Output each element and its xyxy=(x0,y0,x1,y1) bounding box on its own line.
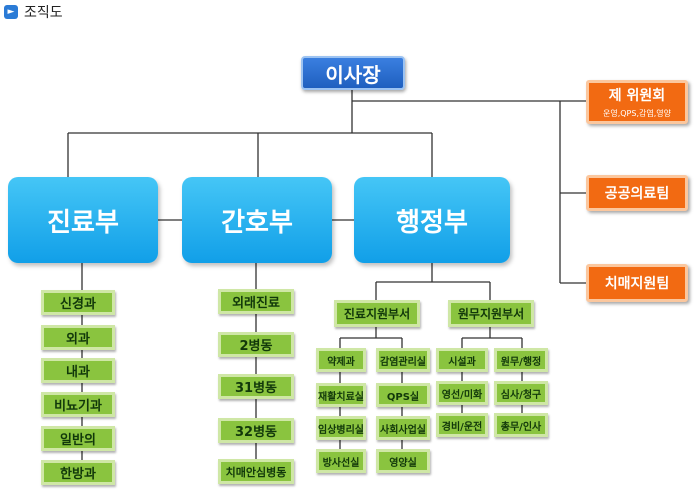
page-header: ► 조직도 xyxy=(4,2,63,22)
support-unit-box: 감염관리실 xyxy=(376,348,430,372)
nursing-department-box: 간호부 xyxy=(182,177,332,263)
dementia-support-team-box: 치매지원팀 xyxy=(586,264,688,302)
medical-unit-box: 외과 xyxy=(41,325,115,350)
medical-unit-box: 비뇨기과 xyxy=(41,392,115,417)
support-unit-box: QPS실 xyxy=(376,383,430,407)
medical-department-box: 진료부 xyxy=(8,177,158,263)
medical-unit-box: 한방과 xyxy=(41,460,115,485)
dementia-support-team-label: 치매지원팀 xyxy=(604,276,670,292)
medical-unit-box: 신경과 xyxy=(41,290,115,315)
support-unit-box: 임상병리실 xyxy=(316,416,366,440)
support-unit-box: 사회사업실 xyxy=(376,416,430,440)
nursing-unit-box: 31병동 xyxy=(218,374,294,399)
affairs-unit-box: 경비/운전 xyxy=(436,413,488,437)
nursing-unit-box: 외래진료 xyxy=(218,289,294,314)
affairs-unit-box: 영선/미화 xyxy=(436,381,488,405)
medical-unit-box: 내과 xyxy=(41,358,115,383)
medical-support-division-box: 진료지원부서 xyxy=(334,300,420,327)
nursing-unit-box: 32병동 xyxy=(218,418,294,443)
affairs-unit-box: 시설과 xyxy=(436,348,488,372)
public-health-team-box: 공공의료팀 xyxy=(586,175,688,211)
administration-department-box: 행정부 xyxy=(354,177,510,263)
board-chairman-box: 이사장 xyxy=(301,56,405,90)
affairs-unit-box: 심사/청구 xyxy=(494,381,548,405)
support-unit-box: 약제과 xyxy=(316,348,366,372)
medical-unit-box: 일반의 xyxy=(41,426,115,451)
chevron-right-icon: ► xyxy=(4,5,18,19)
committee-subtitle: 운영,QPS,감염,영양 xyxy=(603,109,671,118)
affairs-unit-box: 원무/행정 xyxy=(494,348,548,372)
committee-box: 제 위원회 운영,QPS,감염,영양 xyxy=(586,80,688,124)
patient-affairs-division-box: 원무지원부서 xyxy=(448,300,534,327)
support-unit-box: 영양실 xyxy=(376,449,430,473)
affairs-unit-box: 총무/인사 xyxy=(494,413,548,437)
nursing-unit-box: 2병동 xyxy=(218,332,294,357)
page-title: 조직도 xyxy=(24,5,63,21)
support-unit-box: 재활치료실 xyxy=(316,383,366,407)
nursing-unit-box: 치매안심병동 xyxy=(218,459,294,484)
committee-title: 제 위원회 xyxy=(608,88,666,104)
support-unit-box: 방사선실 xyxy=(316,449,366,473)
public-health-team-label: 공공의료팀 xyxy=(604,186,670,202)
